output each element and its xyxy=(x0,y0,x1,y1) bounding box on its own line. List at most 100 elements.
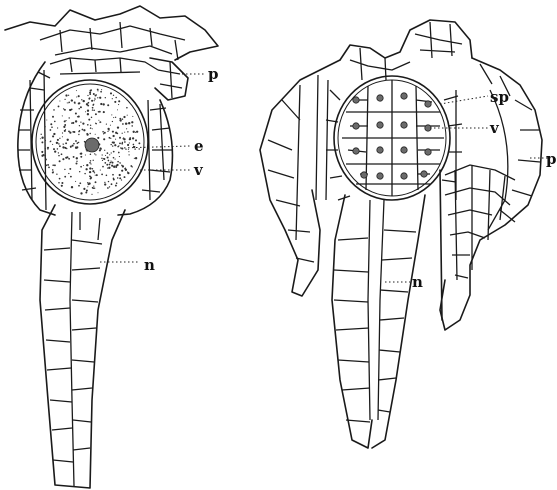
stipple-dot xyxy=(57,139,59,141)
stipple-dot xyxy=(91,117,92,118)
stipple-dot xyxy=(95,123,97,125)
stipple-dot xyxy=(104,150,105,151)
stipple-dot xyxy=(79,125,80,126)
stipple-dot xyxy=(135,132,136,133)
stipple-dot xyxy=(102,131,104,133)
stipple-dot xyxy=(77,143,78,144)
stipple-dot xyxy=(52,116,54,118)
stipple-dot xyxy=(42,154,44,156)
stipple-dot xyxy=(85,168,87,170)
left-archegonium-drawing xyxy=(5,6,218,488)
stipple-dot xyxy=(101,89,102,90)
stipple-dot xyxy=(71,99,73,101)
stipple-dot xyxy=(54,121,56,123)
stipple-dot xyxy=(124,132,125,133)
stipple-dot xyxy=(80,106,82,108)
stipple-dot xyxy=(69,168,71,170)
stipple-dot xyxy=(115,185,117,187)
stipple-dot xyxy=(97,137,99,139)
stipple-dot xyxy=(89,162,91,164)
stipple-dot xyxy=(82,129,84,131)
stipple-dot xyxy=(62,115,63,116)
right-sporangium-drawing xyxy=(260,20,548,448)
stipple-dot xyxy=(104,162,106,164)
stipple-dot xyxy=(81,99,82,100)
stipple-dot xyxy=(115,132,117,134)
stipple-dot xyxy=(85,111,86,112)
stipple-dot xyxy=(89,97,91,99)
stipple-dot xyxy=(41,137,43,139)
stipple-dot xyxy=(128,122,130,124)
stipple-dot xyxy=(52,169,54,171)
stipple-dot xyxy=(138,142,140,144)
stipple-dot xyxy=(113,177,115,179)
stipple-dot xyxy=(64,120,66,122)
stipple-dot xyxy=(85,192,87,194)
stipple-dot xyxy=(92,109,93,110)
stipple-dot xyxy=(109,137,111,139)
stipple-dot xyxy=(65,157,67,159)
stipple-dot xyxy=(62,136,63,137)
stipple-dot xyxy=(107,131,108,132)
stipple-dot xyxy=(128,149,129,150)
stipple-dot xyxy=(72,131,74,133)
stipple-dot xyxy=(80,121,81,122)
stipple-dot xyxy=(120,162,121,163)
stipple-dot xyxy=(103,111,105,113)
stipple-dot xyxy=(64,176,66,178)
stipple-dot xyxy=(73,156,75,158)
stipple-dot xyxy=(115,97,117,99)
stipple-dot xyxy=(112,121,113,122)
stipple-dot xyxy=(45,164,47,166)
stipple-dot xyxy=(66,120,67,121)
stipple-dot xyxy=(123,137,124,138)
stipple-dot xyxy=(113,117,114,118)
stipple-dot xyxy=(69,109,71,111)
spore-nucleus xyxy=(377,147,383,153)
stipple-dot xyxy=(94,100,95,101)
stipple-dot xyxy=(114,101,116,103)
stipple-dot xyxy=(95,154,96,155)
stipple-dot xyxy=(125,169,127,171)
stipple-dot xyxy=(112,145,113,146)
stipple-dot xyxy=(123,138,125,140)
stipple-dot xyxy=(92,104,94,106)
stipple-dot xyxy=(93,160,94,161)
stipple-dot xyxy=(83,165,84,166)
stipple-dot xyxy=(96,174,98,176)
stipple-dot xyxy=(97,89,99,91)
spore-nucleus xyxy=(401,173,407,179)
stipple-dot xyxy=(48,167,50,169)
stipple-dot xyxy=(92,128,93,129)
stipple-dot xyxy=(116,164,118,166)
stipple-dot xyxy=(90,160,91,161)
stipple-dot xyxy=(92,187,94,189)
stipple-dot xyxy=(119,177,121,179)
stipple-dot xyxy=(100,170,101,171)
stipple-dot xyxy=(107,152,109,154)
stipple-dot xyxy=(75,162,77,164)
stipple-dot xyxy=(59,160,61,162)
stipple-dot xyxy=(110,144,111,145)
stipple-dot xyxy=(90,176,91,177)
stipple-dot xyxy=(72,145,74,147)
stipple-dot xyxy=(68,117,69,118)
stipple-dot xyxy=(85,154,86,155)
stipple-dot xyxy=(86,103,88,105)
stipple-dot xyxy=(90,125,91,126)
stipple-dot xyxy=(79,171,80,172)
stipple-dot xyxy=(56,174,57,175)
stipple-dot xyxy=(115,166,117,168)
stipple-dot xyxy=(70,176,72,178)
stipple-dot xyxy=(127,172,129,174)
stipple-dot xyxy=(108,167,110,169)
stipple-dot xyxy=(120,119,122,121)
stipple-dot xyxy=(68,95,69,96)
spore-nucleus xyxy=(353,123,359,129)
stipple-dot xyxy=(50,141,51,142)
stipple-dot xyxy=(111,165,113,167)
stipple-dot xyxy=(134,148,135,149)
stipple-dot xyxy=(47,164,49,166)
stipple-dot xyxy=(133,146,135,148)
stipple-dot xyxy=(132,166,133,167)
